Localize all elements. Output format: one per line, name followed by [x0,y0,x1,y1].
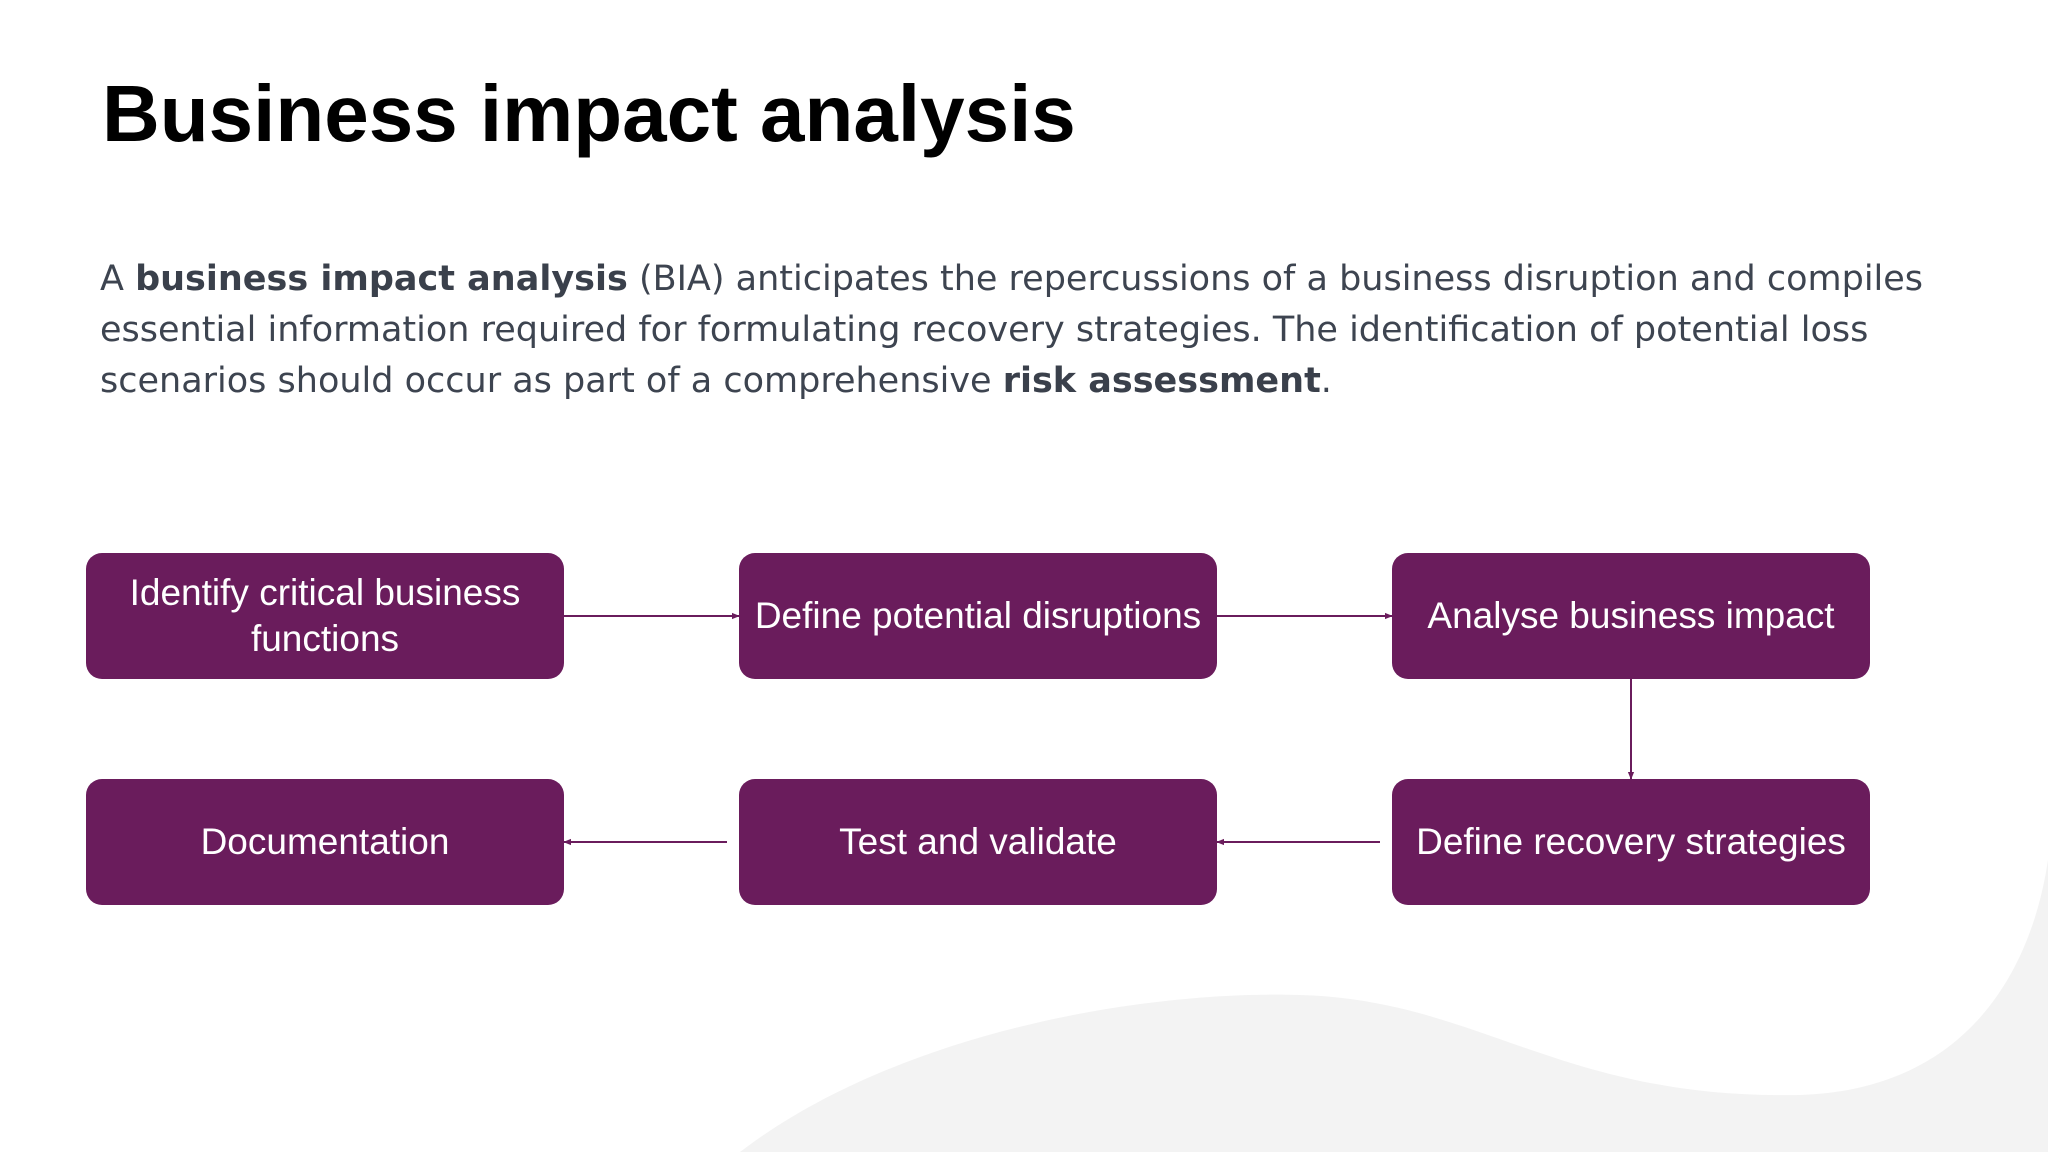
step-define-recovery-strategies: Define recovery strategies [1392,779,1870,905]
step-documentation: Documentation [86,779,564,905]
step-identify-critical-business-functions: Identify critical business functions [86,553,564,679]
step-analyse-business-impact: Analyse business impact [1392,553,1870,679]
step-define-potential-disruptions: Define potential disruptions [739,553,1217,679]
background-wave-shape [740,860,2048,1152]
step-test-and-validate: Test and validate [739,779,1217,905]
intro-bold-term-risk: risk assessment [1002,361,1321,401]
intro-text-2: (BIA) anticipates the repercussions of a… [100,259,1924,401]
intro-paragraph: A business impact analysis (BIA) anticip… [100,254,1960,407]
intro-text-1: A [100,259,136,299]
page-title: Business impact analysis [102,69,1076,158]
intro-text-3: . [1320,361,1332,401]
intro-bold-term-bia: business impact analysis [135,259,628,299]
